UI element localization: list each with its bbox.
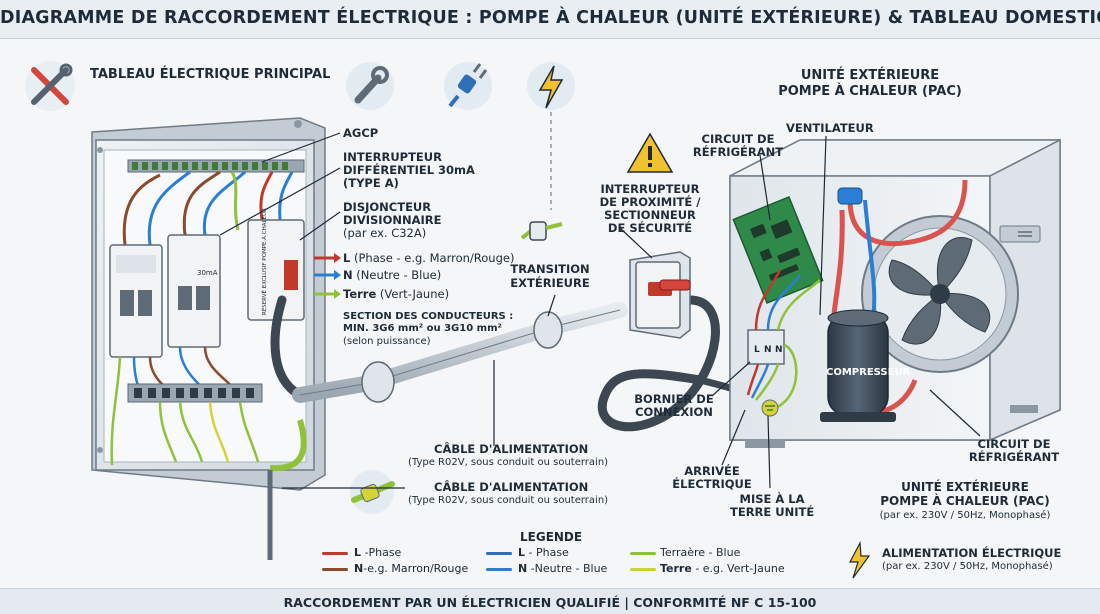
breaker-device-label: RÉSERVÉ EXCLUSIF POMPE À CHALEUR: [260, 208, 268, 315]
electrical-panel: 30mA RÉSERVÉ EXCLUSIF POMPE À CHALEUR: [91, 117, 326, 560]
unit-bottom-subtitle: (par ex. 230V / 50Hz, Monophasé): [879, 510, 1051, 521]
earth-unit-label-1: MISE À LA: [739, 492, 805, 506]
cable2-title: CÂBLE D'ALIMENTATION: [434, 480, 589, 494]
legend-swatch-brown: [322, 568, 348, 571]
power-legend-subtitle: (par ex. 230V / 50Hz, Monophasé): [882, 561, 1053, 572]
lightning-icon: [527, 62, 575, 110]
plug-icon: [444, 62, 492, 110]
isolator-label-2: DE PROXIMITÉ /: [599, 195, 701, 209]
legend-item-5: Terraère - Blue: [660, 546, 741, 559]
rcd-label-2: DIFFÉRENTIEL 30mA: [343, 163, 475, 177]
earth-unit-label-2: TERRE UNITÉ: [730, 505, 815, 519]
isolator-label-4: DE SÉCURITÉ: [607, 221, 693, 235]
neutral-legend-line: N (Neutre - Blue): [343, 268, 441, 282]
legend-item-6: Terre - e.g. Vert-Jaune: [660, 562, 785, 575]
pointer-arrows: [219, 132, 981, 489]
section-label-2: MIN. 3G6 mm² ou 3G10 mm²: [343, 323, 502, 334]
compressor-label: COMPRESSEUR: [826, 367, 911, 378]
warning-icon: [626, 132, 674, 173]
legend-swatch-earth: [630, 552, 656, 555]
legend-item-1: L -Phase: [354, 546, 402, 559]
footer-bar: RACCORDEMENT PAR UN ÉLECTRICIEN QUALIFIÉ…: [0, 588, 1100, 614]
transition-label-1: TRANSITION: [510, 262, 590, 276]
section-label-1: SECTION DES CONDUCTEURS :: [343, 311, 514, 322]
unit-bottom-title-2: POMPE À CHALEUR (PAC): [880, 494, 1050, 508]
main-breaker-agcp: [109, 244, 163, 358]
terminal-block-label-2: CONNEXION: [635, 405, 713, 419]
diagram-title: DIAGRAMME DE RACCORDEMENT ÉLECTRIQUE : P…: [0, 8, 1100, 28]
refrigerant-circuit-top-2: RÉFRIGÉRANT: [692, 145, 784, 159]
terminal-n2: N: [775, 345, 783, 355]
cable1-subtitle: (Type R02V, sous conduit ou souterrain): [408, 457, 609, 468]
power-legend-title: ALIMENTATION ÉLECTRIQUE: [882, 546, 1062, 560]
outdoor-unit: L N N: [729, 138, 1061, 448]
legend-swatch-neutral: [486, 568, 512, 571]
isolator-label-1: INTERRUPTEUR: [600, 182, 700, 196]
divisional-breaker: RÉSERVÉ EXCLUSIF POMPE À CHALEUR: [247, 208, 305, 321]
breaker-label-2: DIVISIONNAIRE: [343, 213, 442, 227]
title-bar: DIAGRAMME DE RACCORDEMENT ÉLECTRIQUE : P…: [0, 0, 1100, 39]
breaker-label-1: DISJONCTEUR: [343, 200, 432, 214]
unit-bottom-title-1: UNITÉ EXTÉRIEURE: [901, 480, 1029, 494]
earth-desc: (Vert-Jaune): [379, 287, 450, 301]
fan-label: VENTILATEUR: [786, 121, 874, 135]
rcd-label-3: (TYPE A): [343, 176, 399, 190]
arrival-label-1: ARRIVÉE: [684, 464, 740, 478]
supply-cable: [292, 295, 750, 432]
unit-title-2: POMPE À CHALEUR (PAC): [778, 84, 962, 99]
isolator-label-3: SECTIONNEUR: [604, 208, 696, 222]
tools-icon: [25, 61, 75, 111]
legend-item-2: N-e.g. Marron/Rouge: [354, 562, 469, 575]
safety-isolator: [629, 251, 691, 339]
cable-connector-icon: [520, 221, 563, 241]
refrigerant-circuit-top-1: CIRCUIT DE: [701, 132, 775, 146]
refrigerant-circuit-bottom-2: RÉFRIGÉRANT: [968, 450, 1060, 464]
phase-letter: L: [343, 251, 351, 265]
legend-swatch-phase-2: [486, 552, 512, 555]
legend-item-4: N -Neutre - Blue: [518, 562, 608, 575]
neutral-desc: (Neutre - Blue): [356, 268, 442, 282]
earth-legend-line: Terre (Vert-Jaune): [343, 287, 449, 301]
panel-title: TABLEAU ÉLECTRIQUE PRINCIPAL: [90, 67, 331, 82]
phase-desc: (Phase - e.g. Marron/Rouge): [353, 251, 515, 265]
cable2-subtitle: (Type R02V, sous conduit ou souterrain): [408, 495, 609, 506]
cable1-title: CÂBLE D'ALIMENTATION: [434, 442, 589, 456]
cable-gland-icon: [350, 470, 395, 514]
wire-color-arrows: [314, 253, 341, 299]
terminal-block-label-1: BORNIER DE: [634, 392, 714, 406]
legend-title: LEGENDE: [520, 530, 583, 544]
neutral-letter: N: [343, 268, 353, 282]
unit-title-1: UNITÉ EXTÉRIEURE: [800, 68, 940, 83]
legend-swatch-phase: [322, 552, 348, 555]
rcd-device-label: 30mA: [197, 269, 218, 277]
breaker-label-3: (par ex. C32A): [343, 226, 427, 240]
legend-swatch-earth-yellow: [630, 568, 656, 571]
earth-letter: Terre: [343, 287, 377, 301]
refrigerant-circuit-bottom-1: CIRCUIT DE: [977, 437, 1051, 451]
footer-text: RACCORDEMENT PAR UN ÉLECTRICIEN QUALIFIÉ…: [283, 595, 817, 610]
rcd-30ma: 30mA: [167, 234, 221, 348]
terminal-l: L: [754, 345, 760, 355]
section-label-3: (selon puissance): [343, 336, 431, 347]
legend-item-3: L - Phase: [518, 546, 569, 559]
terminal-n: N: [764, 345, 772, 355]
power-supply-icon: [849, 540, 871, 579]
transition-label-2: EXTÉRIEURE: [510, 276, 590, 290]
wrench-icon: [346, 62, 394, 110]
rcd-label-1: INTERRUPTEUR: [343, 150, 442, 164]
arrival-label-2: ÉLECTRIQUE: [672, 477, 752, 491]
agcp-label: AGCP: [343, 126, 379, 140]
phase-legend-line: L (Phase - e.g. Marron/Rouge): [343, 251, 514, 265]
